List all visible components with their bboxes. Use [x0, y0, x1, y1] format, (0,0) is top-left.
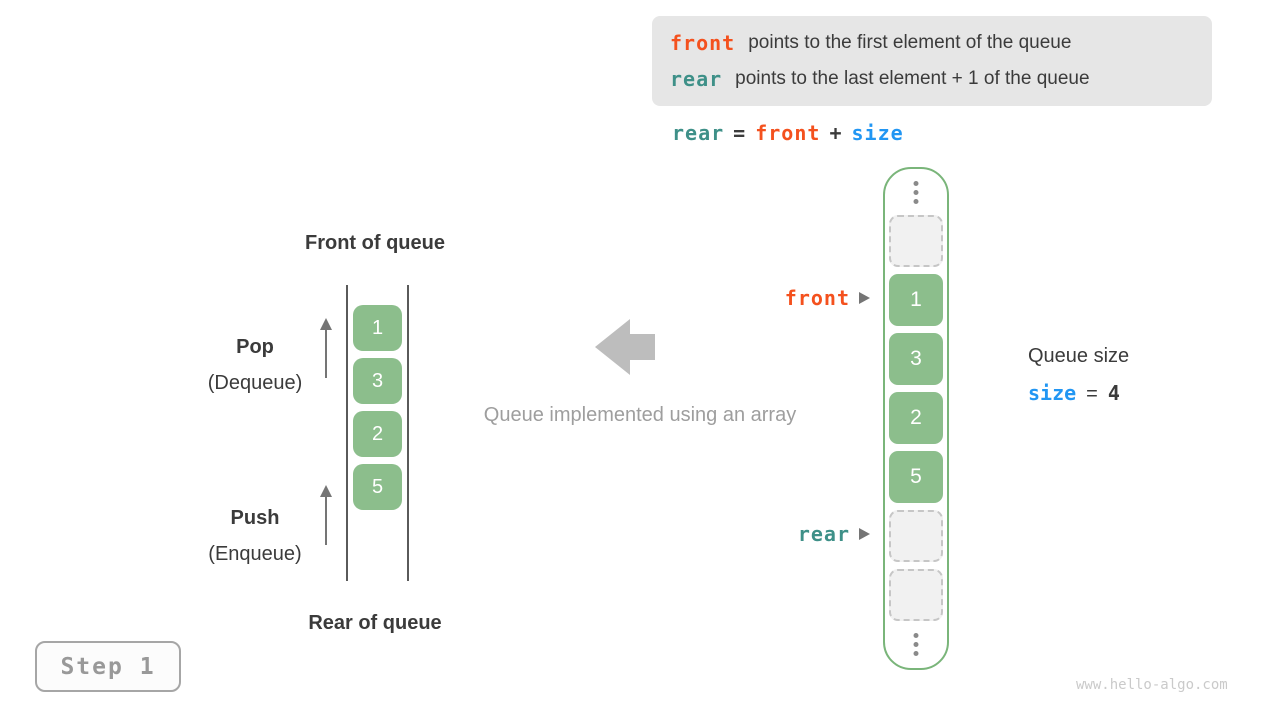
front-code-label: front: [670, 31, 736, 55]
pop-up-arrow-shaft: [325, 330, 327, 378]
rear-definition-text: points to the last element + 1 of the qu…: [735, 68, 1090, 89]
queue-item: 5: [353, 464, 402, 510]
ellipsis-dots-bottom: [913, 633, 919, 656]
array-cell-empty: [889, 510, 943, 562]
front-of-queue-label: Front of queue: [305, 232, 445, 254]
rear-pointer-arrow-icon: [859, 528, 870, 540]
array-cell-value: 5: [889, 451, 943, 503]
queue-channel-line-right: [407, 285, 409, 581]
rear-definition-line: rear points to the last element + 1 of t…: [670, 63, 1194, 95]
pointer-definitions-box: front points to the first element of the…: [652, 16, 1212, 106]
front-pointer: front: [770, 284, 870, 312]
array-container: 1 3 2 5: [883, 167, 949, 670]
queue-item: 3: [353, 358, 402, 404]
rear-formula: rear = front + size: [672, 121, 904, 145]
pop-label: Pop: [236, 336, 274, 358]
array-cell-value: 2: [889, 392, 943, 444]
size-number: 4: [1107, 381, 1120, 405]
rear-pointer-label: rear: [797, 522, 850, 546]
rear-of-queue-label: Rear of queue: [308, 612, 442, 634]
formula-front: front: [755, 121, 821, 145]
ellipsis-dots-top: [913, 181, 919, 204]
rear-pointer: rear: [770, 520, 870, 548]
pop-up-arrow-icon: [320, 318, 332, 330]
rear-code-label: rear: [670, 67, 723, 91]
step-badge: Step 1: [35, 641, 181, 692]
left-block-arrow-icon: [595, 319, 655, 375]
queue-item: 1: [353, 305, 402, 351]
formula-size: size: [851, 121, 904, 145]
size-equals: =: [1086, 383, 1098, 405]
queue-item: 2: [353, 411, 402, 457]
enqueue-label: (Enqueue): [208, 543, 302, 565]
diagram-caption: Queue implemented using an array: [483, 404, 797, 426]
dequeue-label: (Dequeue): [207, 372, 303, 394]
push-up-arrow-icon: [320, 485, 332, 497]
size-var-label: size: [1028, 381, 1077, 405]
front-definition-text: points to the first element of the queue: [748, 32, 1072, 53]
queue-channel-line-left: [346, 285, 348, 581]
push-label: Push: [230, 507, 280, 529]
array-cell-empty: [889, 569, 943, 621]
watermark: www.hello-algo.com: [1076, 677, 1228, 693]
formula-plus: +: [829, 121, 843, 145]
queue-size-label: Queue size: [1028, 345, 1130, 367]
formula-rear: rear: [672, 121, 725, 145]
front-definition-line: front points to the first element of the…: [670, 27, 1194, 59]
array-cell-empty: [889, 215, 943, 267]
array-cell-value: 1: [889, 274, 943, 326]
array-cell-value: 3: [889, 333, 943, 385]
front-pointer-label: front: [784, 286, 850, 310]
queue-size-value: size = 4: [1028, 381, 1120, 406]
push-up-arrow-shaft: [325, 497, 327, 545]
formula-equals: =: [733, 121, 747, 145]
front-pointer-arrow-icon: [859, 292, 870, 304]
